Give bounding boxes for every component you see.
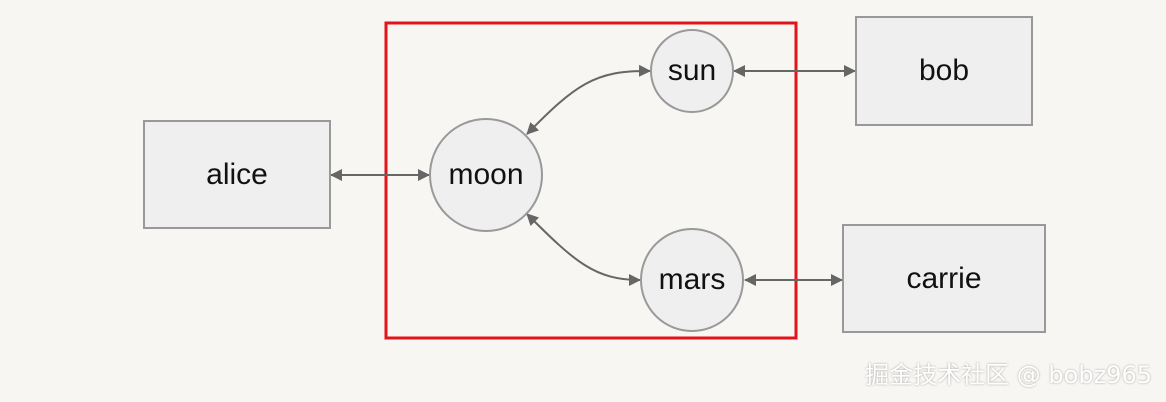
- node-bob-label: bob: [919, 54, 969, 87]
- node-alice-label: alice: [206, 158, 268, 191]
- node-carrie[interactable]: carrie: [842, 224, 1046, 333]
- edge-moon-sun: [526, 64, 651, 135]
- node-mars[interactable]: mars: [640, 228, 744, 332]
- node-sun[interactable]: sun: [650, 29, 734, 113]
- node-bob[interactable]: bob: [855, 16, 1033, 126]
- node-mars-label: mars: [659, 263, 726, 296]
- node-sun-label: sun: [668, 54, 716, 87]
- edge-moon-mars: [526, 213, 641, 286]
- watermark-text: 掘金技术社区 @ bobz965: [865, 361, 1152, 389]
- node-carrie-label: carrie: [906, 262, 981, 295]
- node-moon-label: moon: [448, 158, 523, 191]
- node-alice[interactable]: alice: [143, 120, 331, 229]
- node-moon[interactable]: moon: [429, 118, 543, 232]
